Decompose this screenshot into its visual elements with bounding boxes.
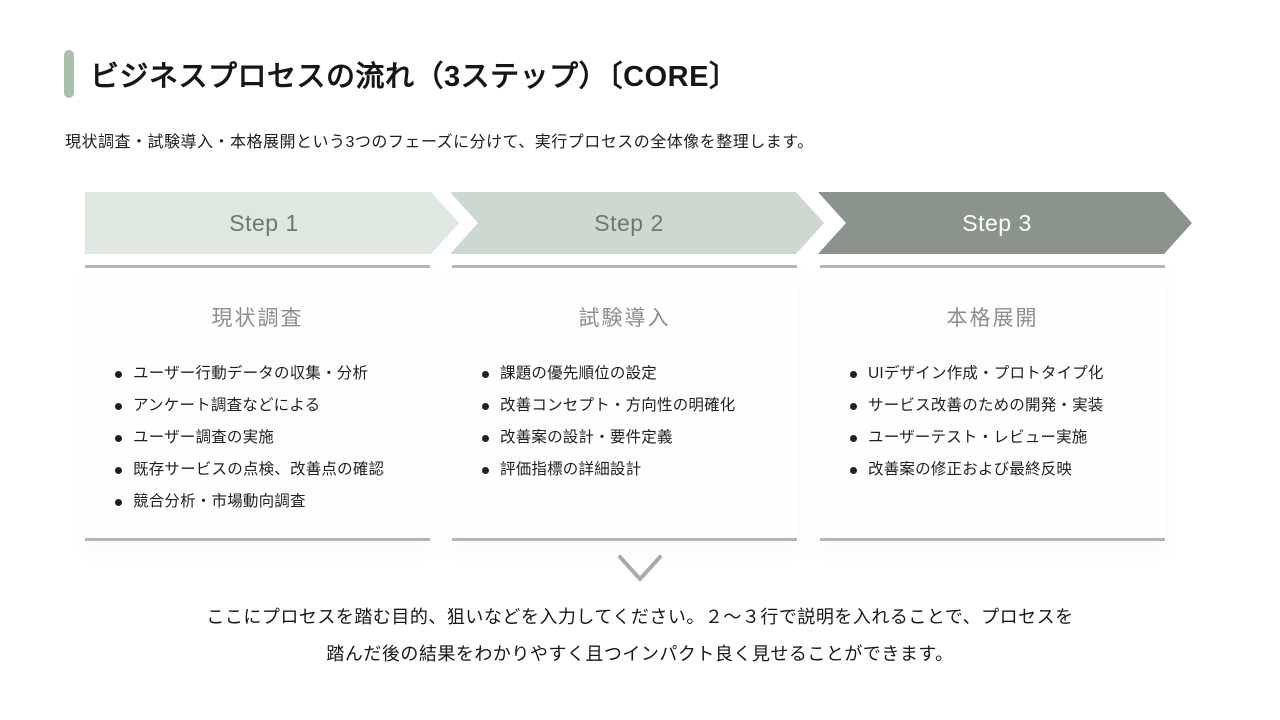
- bullet-item: アンケート調査などによる: [115, 390, 424, 422]
- step-2-chevron: Step 2: [450, 192, 824, 254]
- step-3-label: Step 3: [962, 209, 1032, 236]
- title-row: ビジネスプロセスの流れ（3ステップ）〔CORE〕: [64, 50, 738, 98]
- bullet-item: ユーザーテスト・レビュー実施: [850, 422, 1159, 454]
- bullet-item: 改善案の修正および最終反映: [850, 454, 1159, 486]
- bullet-item: 評価指標の詳細設計: [482, 454, 791, 486]
- bullet-item: ユーザー行動データの収集・分析: [115, 358, 424, 390]
- step-2-heading: 試験導入: [578, 307, 671, 330]
- bullet-item: 既存サービスの点検、改善点の確認: [115, 454, 424, 486]
- page-title: ビジネスプロセスの流れ（3ステップ）〔CORE〕: [90, 61, 739, 93]
- step-1-label: Step 1: [229, 209, 299, 236]
- step-1-heading: 現状調査: [211, 307, 304, 330]
- step-1-chevron: Step 1: [85, 192, 459, 254]
- footer-description-line-1: ここにプロセスを踏む目的、狙いなどを入力してください。２〜３行で説明を入れること…: [206, 607, 1074, 627]
- bullet-item: ユーザー調査の実施: [115, 422, 424, 454]
- step-3-bullet-list: UIデザイン作成・プロトタイプ化サービス改善のための開発・実装ユーザーテスト・レ…: [820, 358, 1165, 486]
- bullet-item: 競合分析・市場動向調査: [115, 486, 424, 518]
- bullet-item: UIデザイン作成・プロトタイプ化: [850, 358, 1159, 390]
- step-1-bullet-list: ユーザー行動データの収集・分析アンケート調査などによるユーザー調査の実施既存サー…: [85, 358, 430, 518]
- bullet-item: サービス改善のための開発・実装: [850, 390, 1159, 422]
- step-3-chevron: Step 3: [818, 192, 1192, 254]
- slide-subtitle: 現状調査・試験導入・本格展開という3つのフェーズに分けて、実行プロセスの全体像を…: [65, 134, 814, 151]
- step-3-heading: 本格展開: [946, 307, 1039, 330]
- chevron-down-icon: [617, 553, 663, 583]
- bullet-item: 改善コンセプト・方向性の明確化: [482, 390, 791, 422]
- footer-description-line-2: 踏んだ後の結果をわかりやすく且つインパクト良く見せることができます。: [326, 644, 954, 664]
- bullet-item: 改善案の設計・要件定義: [482, 422, 791, 454]
- step-2-bullet-list: 課題の優先順位の設定改善コンセプト・方向性の明確化改善案の設計・要件定義評価指標…: [452, 358, 797, 486]
- step-3-column: 本格展開 UIデザイン作成・プロトタイプ化サービス改善のための開発・実装ユーザー…: [820, 265, 1165, 541]
- step-2-column: 試験導入 課題の優先順位の設定改善コンセプト・方向性の明確化改善案の設計・要件定…: [452, 265, 797, 541]
- step-1-column: 現状調査 ユーザー行動データの収集・分析アンケート調査などによるユーザー調査の実…: [85, 265, 430, 541]
- step-2-label: Step 2: [594, 209, 664, 236]
- bullet-item: 課題の優先順位の設定: [482, 358, 791, 390]
- title-accent-bar: [64, 50, 74, 98]
